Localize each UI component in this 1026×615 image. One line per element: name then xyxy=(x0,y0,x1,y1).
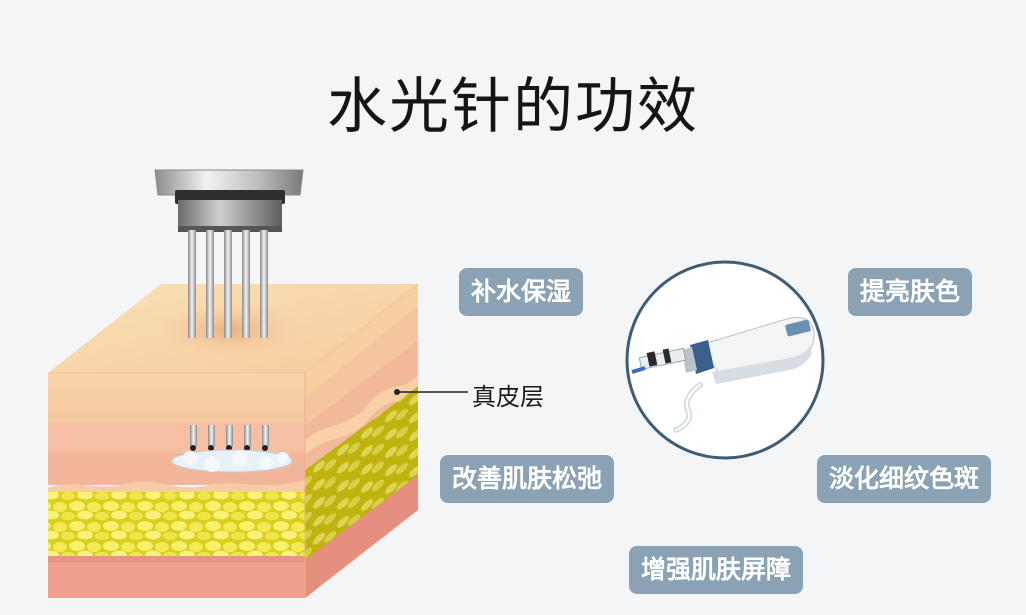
side-epidermis xyxy=(305,284,418,397)
side-dermis xyxy=(305,305,418,425)
side-muscle xyxy=(305,475,418,598)
side-wave xyxy=(305,375,418,455)
benefit-tag-firming: 改善肌肤松弛 xyxy=(440,455,615,503)
front-wave xyxy=(48,480,305,492)
serum-deposit xyxy=(171,449,293,473)
front-muscle xyxy=(48,556,305,598)
benefit-tag-fine-lines: 淡化细纹色斑 xyxy=(817,455,992,503)
benefit-tag-brightening: 提亮肤色 xyxy=(848,268,973,316)
needles-lower xyxy=(190,425,269,451)
front-muscle-shade xyxy=(48,556,305,562)
dermis-label: 真皮层 xyxy=(472,383,544,411)
needles-upper xyxy=(188,230,268,338)
front-fat xyxy=(48,492,305,558)
benefit-tag-hydration: 补水保湿 xyxy=(459,268,584,316)
page-title: 水光针的功效 xyxy=(327,72,699,142)
benefit-tag-barrier: 增强肌肤屏障 xyxy=(629,546,804,594)
device-illustration xyxy=(625,260,825,460)
front-epidermis xyxy=(48,373,305,423)
microneedle-injector xyxy=(154,169,304,232)
